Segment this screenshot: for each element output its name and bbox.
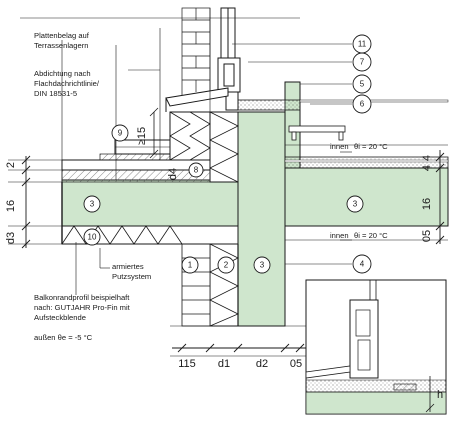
dim-right-4a: 4 [421,155,433,161]
floor-screed [284,156,449,169]
label-balkon-2: nach: GUTJAHR Pro-Fin mit [34,303,131,312]
label-putz-1: armiertes [112,262,144,271]
radiator [288,125,346,141]
label-putz-2: Putzsystem [112,272,151,281]
label-innen-bottom: innen [330,231,349,240]
callout-7: 7 [360,58,365,67]
masonry [181,243,211,327]
dim-left-16: 16 [5,200,17,212]
callout-10: 10 [88,233,97,242]
label-theta-bottom: θi = 20 °C [354,231,388,240]
dimension-left [21,155,31,249]
callout-4: 4 [360,260,365,269]
floor-slab [284,167,449,227]
label-balkon-3: Aufsteckblende [34,313,86,322]
dim-left-2: 2 [5,162,17,168]
insulation-wall [209,111,239,327]
inset-detail [305,279,447,415]
callout-3-bottom: 3 [260,261,265,270]
callout-1: 1 [188,261,193,270]
dimension-right [435,150,445,245]
callout-8: 8 [194,166,199,175]
dim-bottom-05: 05 [290,358,302,370]
label-aussen: außen θe = -5 °C [34,333,93,342]
interior-floor-build-up [237,99,449,111]
level-markers [340,151,352,241]
balcony-build-up [61,139,211,183]
dim-bottom-d2: d2 [256,358,268,370]
leader-lines [8,8,448,357]
window-sill [165,87,229,107]
callout-3-left: 3 [90,200,95,209]
label-plattenbelag-2: Terrassenlagern [34,41,88,50]
dim-bottom-115: 115 [178,358,196,370]
label-abdichtung-1: Abdichtung nach [34,69,91,78]
label-innen-top: innen [330,142,349,151]
label-abdichtung-3: DIN 18531-5 [34,89,77,98]
parapet-insulation [169,111,211,161]
dimension-ge15 [149,107,159,159]
callouts [83,34,372,274]
dim-right-05: 05 [421,230,433,242]
label-abdichtung-2: Flachdachrichtlinie/ [34,79,100,88]
wall-concrete [237,111,286,327]
dim-inset-h: h [437,389,443,401]
callout-2: 2 [224,261,229,270]
dimension-bottom [172,343,306,353]
label-plattenbelag-1: Plattenbelag auf [34,31,90,40]
dim-right-16: 16 [421,198,433,210]
dim-ge15: ≥15 [136,127,148,145]
dim-left-d3: d3 [5,232,17,244]
window-frame [217,7,241,111]
label-theta-top: θi = 20 °C [354,142,388,151]
callout-11: 11 [358,40,367,49]
dim-d4: d4 [167,168,179,180]
callout-3-right: 3 [353,200,358,209]
callout-5: 5 [360,80,365,89]
dim-bottom-d1: d1 [218,358,230,370]
callout-9: 9 [118,129,123,138]
callout-6: 6 [360,100,365,109]
label-balkon-1: Balkonrandprofil beispielhaft [34,293,130,302]
upper-facade [181,7,211,99]
dim-right-4b: 4 [421,165,433,171]
